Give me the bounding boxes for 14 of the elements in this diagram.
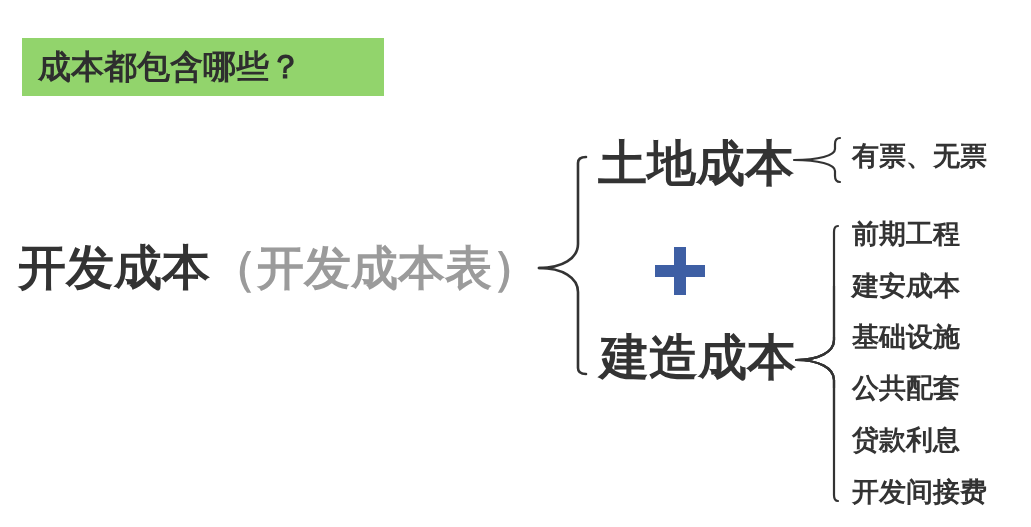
item-label: 有票、无票: [840, 136, 987, 176]
branch-label: 建造成本: [586, 328, 796, 386]
item-label: 基础设施: [838, 320, 960, 354]
item-label: 前期工程: [838, 217, 960, 251]
item-label: 建安成本: [838, 269, 960, 303]
item-label: 贷款利息: [838, 423, 960, 457]
title-banner: 成本都包含哪些？: [22, 38, 384, 96]
topic-note: （开发成本表）: [210, 241, 539, 294]
item-label: 开发间接费: [838, 475, 987, 509]
branch-label: 土地成本: [586, 134, 794, 192]
item-label: 公共配套: [838, 371, 960, 405]
topic-label: 开发成本: [18, 241, 210, 294]
brace-connector: [794, 358, 840, 503]
brace-connector: [792, 136, 842, 184]
